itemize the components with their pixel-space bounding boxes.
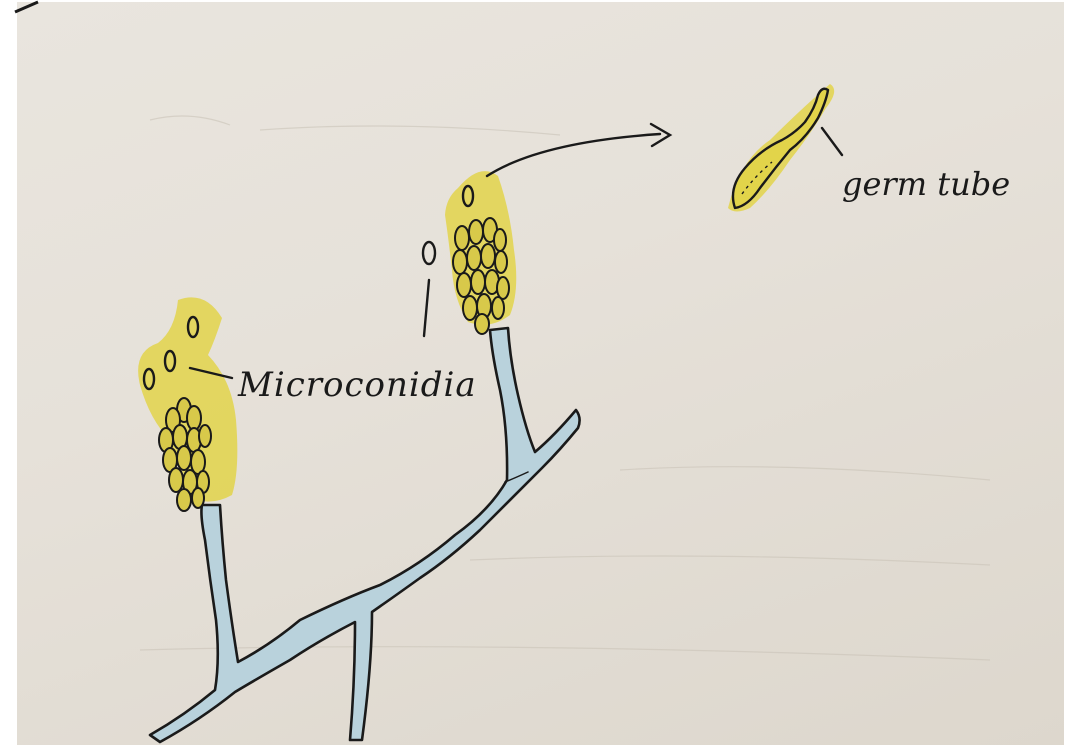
leader-germ-tube bbox=[822, 128, 842, 155]
conidia-highlights bbox=[138, 84, 834, 502]
leader-lines bbox=[190, 124, 842, 378]
label-microconidia: Microconidia bbox=[237, 365, 477, 405]
germination-arrow bbox=[487, 134, 660, 176]
label-germ-tube: germ tube bbox=[842, 165, 1010, 203]
pen-mark bbox=[15, 2, 38, 12]
microconidium bbox=[423, 242, 435, 264]
leader-microconidia-right bbox=[424, 280, 429, 336]
germinating-conidium bbox=[733, 89, 828, 208]
